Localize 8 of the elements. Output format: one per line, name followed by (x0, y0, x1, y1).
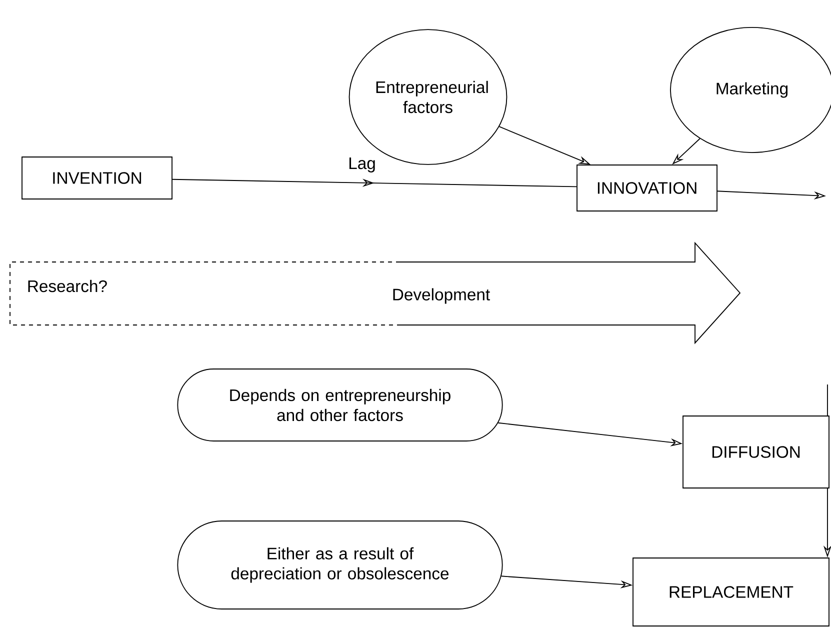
note-capsule: Either as a result of depreciation or obsolescence (177, 520, 503, 610)
development-band: Research? Development (10, 242, 741, 344)
process-box: INVENTION (22, 156, 172, 200)
note-capsule: Depends on entrepreneurship and other factors (177, 368, 503, 442)
process-box: INNOVATION (576, 164, 718, 212)
process-box: DIFFUSION (682, 416, 830, 488)
process-box: REPLACEMENT (632, 558, 830, 626)
arrow (172, 178, 577, 188)
